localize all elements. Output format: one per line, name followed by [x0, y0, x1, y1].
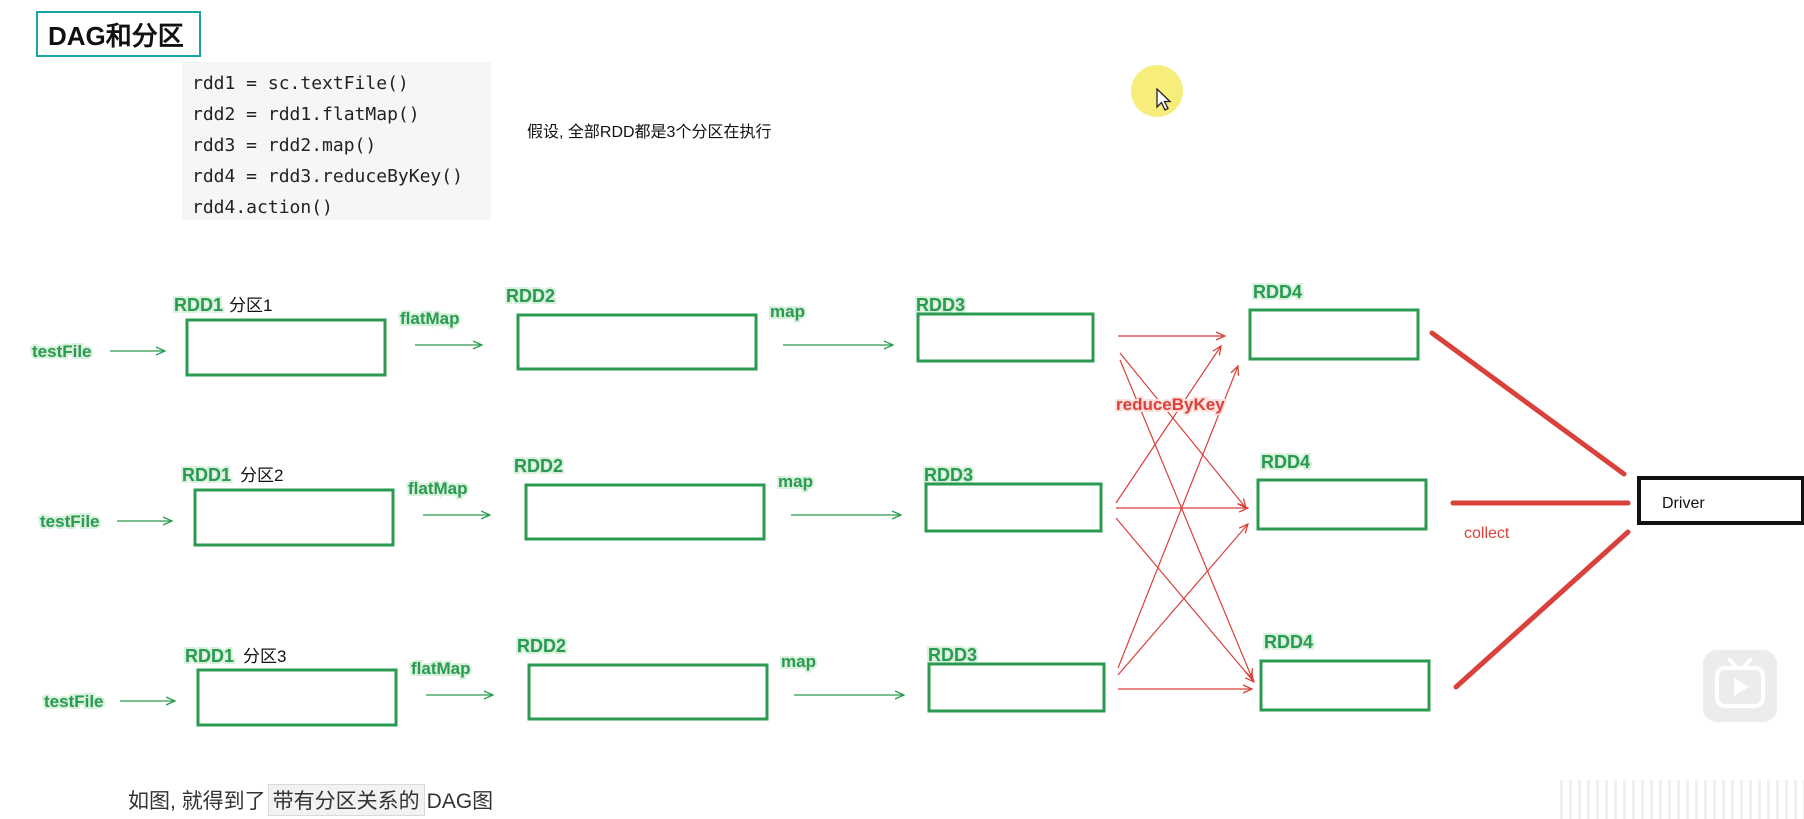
map-label: map	[781, 652, 816, 671]
shuffle-arrow	[1119, 352, 1246, 508]
rdd3-label: RDD3	[928, 645, 977, 665]
map-label: map	[770, 302, 805, 321]
rdd1-label: RDD1	[185, 646, 234, 666]
rdd3-label: RDD3	[916, 295, 965, 315]
source-label: testFile	[40, 512, 100, 531]
code-line: rdd4 = rdd3.reduceByKey()	[192, 166, 463, 187]
rdd1-label: RDD1	[174, 295, 223, 315]
rdd1-label: RDD1	[182, 465, 231, 485]
rdd1-partition-box	[196, 668, 398, 727]
code-line: rdd2 = rdd1.flatMap()	[192, 104, 420, 125]
rdd3-partition-box	[924, 482, 1103, 533]
rdd4-partition-box	[1259, 659, 1431, 712]
caption-prefix: 如图, 就得到了	[128, 790, 266, 813]
rdd1-partition-box	[185, 318, 387, 377]
code-block: rdd1 = sc.textFile() rdd2 = rdd1.flatMap…	[182, 62, 491, 220]
partition-row-1: testFile RDD1 分区1 flatMap RDD2 map RDD3 …	[30, 280, 1420, 377]
play-icon	[1715, 658, 1765, 708]
shuffle-arrow	[1119, 359, 1252, 678]
collect-line	[1429, 330, 1627, 477]
rdd1-partition-box	[193, 488, 395, 547]
shuffle-arrow	[1117, 524, 1248, 676]
collect-line	[1453, 529, 1631, 690]
rdd2-label: RDD2	[517, 636, 566, 656]
partition-label: 分区3	[243, 647, 286, 666]
source-label: testFile	[32, 342, 92, 361]
map-label: map	[778, 472, 813, 491]
rdd4-label: RDD4	[1261, 452, 1310, 472]
caption-highlight: 带有分区关系的	[267, 784, 425, 816]
driver-box	[1637, 476, 1804, 525]
shuffle-arrow	[1115, 346, 1221, 504]
rdd4-partition-box	[1248, 308, 1420, 361]
partition-label: 分区1	[229, 296, 272, 315]
partition-row-3: testFile RDD1 分区3 flatMap RDD2 map RDD3 …	[42, 630, 1431, 727]
flatmap-label: flatMap	[408, 479, 468, 498]
rdd4-partition-box	[1256, 478, 1428, 531]
rdd2-label: RDD2	[506, 286, 555, 306]
rdd3-partition-box	[916, 312, 1095, 363]
assumption-note: 假设, 全部RDD都是3个分区在执行	[527, 124, 772, 141]
rdd2-partition-box	[516, 313, 758, 371]
rdd2-partition-box	[527, 663, 769, 721]
rdd4-label: RDD4	[1253, 282, 1302, 302]
rdd3-partition-box	[927, 662, 1106, 713]
shuffle-arrows	[1115, 336, 1254, 689]
partition-label: 分区2	[240, 466, 283, 485]
code-line: rdd3 = rdd2.map()	[192, 135, 377, 156]
partition-row-2: testFile RDD1 分区2 flatMap RDD2 map RDD3 …	[38, 450, 1428, 547]
rdd2-label: RDD2	[514, 456, 563, 476]
code-line: rdd4.action()	[192, 197, 333, 218]
shuffle-arrow	[1115, 517, 1254, 682]
shuffle-label: reduceByKey	[1116, 395, 1225, 414]
page-title: DAG和分区	[36, 11, 201, 57]
rdd4-label: RDD4	[1264, 632, 1313, 652]
rdd2-partition-box	[524, 483, 766, 541]
cursor-icon	[1156, 88, 1172, 111]
watermark-overlay	[1560, 780, 1804, 819]
shuffle-arrow	[1117, 366, 1238, 669]
caption-suffix: DAG图	[426, 790, 494, 813]
flatmap-label: flatMap	[411, 659, 471, 678]
collect-label: collect	[1464, 525, 1510, 542]
rdd3-label: RDD3	[924, 465, 973, 485]
collect-lines	[1429, 330, 1631, 690]
play-button[interactable]	[1703, 650, 1777, 722]
flatmap-label: flatMap	[400, 309, 460, 328]
code-line: rdd1 = sc.textFile()	[192, 73, 409, 94]
driver-label: Driver	[1662, 495, 1705, 512]
caption: 如图, 就得到了 带有分区关系的 DAG图	[128, 784, 493, 816]
source-label: testFile	[44, 692, 104, 711]
